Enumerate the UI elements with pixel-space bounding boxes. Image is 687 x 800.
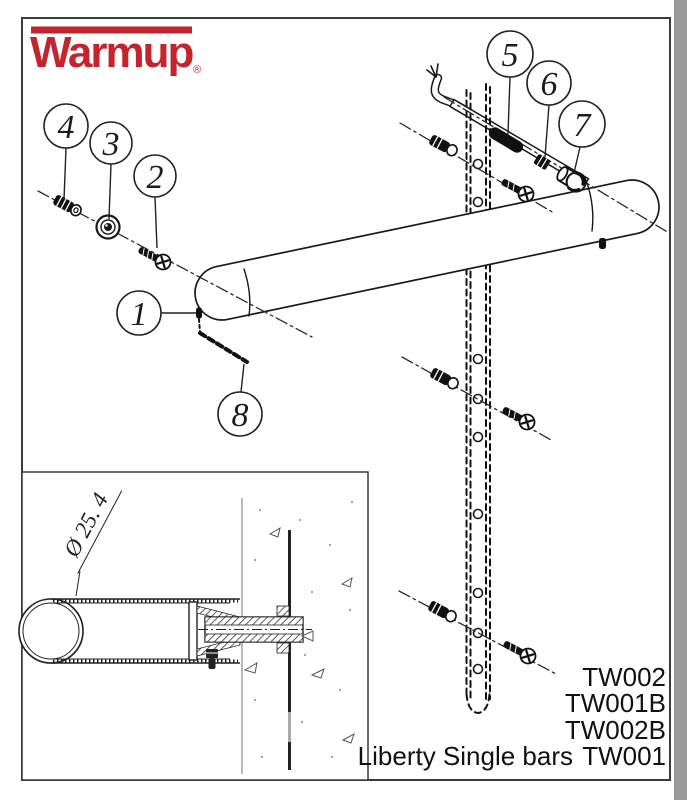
callout-4-number: 4 bbox=[58, 109, 75, 146]
bar-left-cap-seam bbox=[243, 268, 251, 317]
product-family-name: Liberty Single bars bbox=[358, 741, 573, 771]
callout-7-number: 7 bbox=[574, 107, 593, 144]
main-exploded-view bbox=[37, 63, 670, 715]
concrete-dots bbox=[253, 500, 354, 759]
callout-leaders bbox=[63, 76, 581, 393]
brand-name: Warmup bbox=[30, 28, 193, 77]
callouts: 1 2 3 4 5 6 7 8 bbox=[43, 30, 606, 437]
logo-bar bbox=[31, 26, 192, 34]
towel-bar bbox=[194, 179, 660, 321]
callout-2-number: 2 bbox=[147, 159, 164, 196]
bar-right-cap-seam bbox=[586, 182, 594, 232]
callout-7 bbox=[558, 100, 606, 148]
grub-screw-dot bbox=[599, 238, 606, 249]
callout-1 bbox=[116, 290, 162, 336]
callout-2 bbox=[133, 154, 177, 198]
brand-logo: Warmup ® bbox=[30, 26, 201, 77]
callout-3-number: 3 bbox=[102, 126, 120, 163]
product-code-1: TW002 bbox=[582, 662, 666, 692]
wall-anchor-icon bbox=[53, 195, 82, 217]
mounting-screws bbox=[138, 179, 537, 665]
screw-icon bbox=[502, 407, 536, 431]
concrete-triangles bbox=[243, 526, 355, 744]
callout-4 bbox=[43, 103, 89, 149]
product-code-4: TW001 bbox=[582, 741, 666, 771]
wall-anchor-icon bbox=[430, 368, 459, 390]
wall-rail bbox=[465, 83, 491, 715]
screw-icon bbox=[501, 179, 535, 203]
gland-fitting bbox=[556, 166, 587, 193]
callout-6 bbox=[526, 60, 572, 106]
left-mount-axis bbox=[37, 190, 313, 338]
wall-anchors bbox=[53, 135, 459, 623]
callout-bubbles bbox=[43, 30, 606, 437]
wall-anchor-icon bbox=[429, 135, 458, 157]
callout-numbers: 1 2 3 4 5 6 7 8 bbox=[58, 37, 593, 434]
dimension-leader bbox=[75, 570, 81, 597]
screw-icon bbox=[503, 641, 537, 665]
rail-bottom-axis bbox=[398, 590, 557, 675]
grub-screw-section bbox=[206, 649, 218, 669]
page-edge-shade bbox=[674, 0, 687, 800]
product-code-2: TW001B bbox=[565, 688, 666, 718]
inset-section-detail: Ø 25. 4 bbox=[18, 471, 369, 781]
callout-8 bbox=[217, 391, 263, 437]
hex-key-hidden bbox=[198, 318, 249, 364]
element-nut bbox=[533, 154, 551, 170]
element-axis bbox=[443, 96, 670, 234]
callout-8-number: 8 bbox=[232, 397, 249, 434]
threaded-rod-section bbox=[198, 605, 314, 654]
rail-top-axis bbox=[399, 122, 555, 214]
callout-6-number: 6 bbox=[541, 66, 558, 103]
cable-frayed-wires-icon bbox=[426, 63, 439, 78]
callout-3 bbox=[89, 121, 133, 165]
cap-washer bbox=[95, 214, 121, 240]
callout-1-number: 1 bbox=[131, 296, 148, 333]
registered-mark: ® bbox=[193, 64, 201, 76]
grub-screw-dot bbox=[196, 307, 202, 319]
callout-5-number: 5 bbox=[502, 37, 519, 74]
heating-element bbox=[488, 127, 524, 153]
product-code-3: TW002B bbox=[565, 715, 666, 745]
screw-icon bbox=[138, 247, 172, 271]
product-codes: TW002 TW001B TW002B Liberty Single bars … bbox=[358, 662, 666, 771]
wall-anchor-icon bbox=[428, 601, 457, 623]
callout-5 bbox=[486, 30, 534, 78]
